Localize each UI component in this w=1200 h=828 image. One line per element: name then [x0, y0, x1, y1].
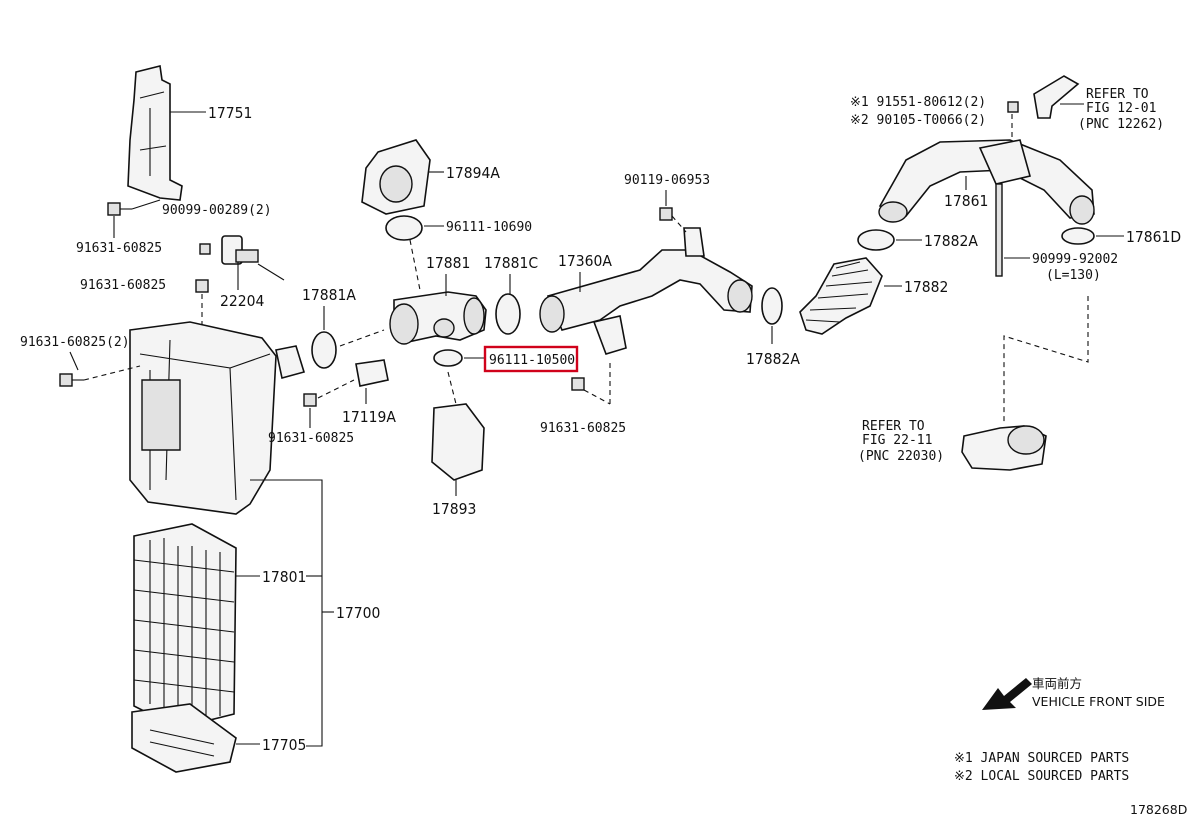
label-17894A: 17894A — [446, 164, 500, 182]
label-17119A: 17119A — [342, 408, 396, 426]
label-17882A-lower: 17882A — [746, 350, 800, 368]
bolt-icon — [107, 202, 132, 216]
label-91631-60825-d: 91631-60825 — [540, 421, 626, 436]
bellows-hose-17882 — [799, 257, 883, 335]
label-96111-10690: 96111-10690 — [446, 220, 532, 235]
refer-top-line3: (PNC 12262) — [1078, 117, 1164, 132]
label-96111-10500: 96111-10500 — [489, 353, 575, 368]
refer-top-line2: FIG 12-01 — [1086, 101, 1156, 116]
air-flow-sensor-22204 — [221, 235, 259, 265]
hose-clamp-96111-10500 — [433, 349, 463, 367]
label-17751: 17751 — [208, 104, 252, 122]
bolt-icon — [195, 279, 209, 293]
label-17881A: 17881A — [302, 286, 356, 304]
label-91631-60825-a: 91631-60825 — [76, 241, 162, 256]
assembly-bracket-17700 — [250, 479, 323, 747]
hose-clamp-17881C — [495, 293, 521, 335]
legend-note-2: ※2 LOCAL SOURCED PARTS — [954, 769, 1129, 784]
intake-pipe-17861 — [878, 139, 1095, 225]
air-cleaner-lower-case-17705 — [131, 703, 237, 773]
dashed-connector — [1003, 296, 1089, 424]
refer-top-line1: REFER TO — [1086, 87, 1149, 102]
resonator-cover-17894A — [361, 139, 431, 215]
label-91631-60825-c: 91631-60825(2) — [20, 335, 130, 350]
bolt-icon — [1007, 101, 1019, 113]
duct-17893 — [431, 403, 485, 481]
intake-pipe-17360A — [539, 227, 753, 355]
label-17801: 17801 — [262, 568, 306, 586]
highlight-box — [483, 345, 579, 373]
bolt-icon — [303, 393, 317, 407]
legend-note-1: ※1 JAPAN SOURCED PARTS — [954, 751, 1129, 766]
label-17882A-upper: 17882A — [924, 232, 978, 250]
note2-part: ※2 90105-T0066(2) — [850, 113, 986, 128]
bolt-icon — [659, 207, 673, 221]
label-17705: 17705 — [262, 736, 306, 754]
bolt-icon — [199, 243, 211, 255]
refer-bottom-line2: FIG 22-11 — [862, 433, 932, 448]
label-90099-00289: 90099-00289(2) — [162, 203, 272, 218]
air-filter-element-17801 — [133, 523, 237, 729]
case-outlet — [275, 345, 306, 379]
hose-12262 — [1033, 75, 1080, 119]
bolt-icon — [59, 373, 84, 387]
air-cleaner-case — [129, 321, 277, 515]
front-label-jp: 車両前方 — [1032, 676, 1082, 691]
label-91631-60825-e: 91631-60825 — [268, 431, 354, 446]
bracket-17119A — [355, 359, 389, 387]
label-90999-92002: 90999-92002 — [1032, 252, 1118, 267]
air-inlet-duct-17751 — [127, 65, 183, 201]
front-label-en: VEHICLE FRONT SIDE — [1032, 694, 1165, 709]
figure-id: 178268D — [1130, 802, 1187, 817]
hose-clamp-96111-10690 — [385, 215, 423, 241]
label-17881: 17881 — [426, 254, 470, 272]
hose-clamp-17861D — [1061, 227, 1095, 245]
hose-clamp-17882A-lower — [761, 287, 783, 325]
label-17360A: 17360A — [558, 252, 612, 270]
front-arrow-icon — [982, 678, 1032, 710]
label-17861D: 17861D — [1126, 228, 1181, 246]
label-22204: 22204 — [220, 292, 264, 310]
refer-bottom-line3: (PNC 22030) — [858, 449, 944, 464]
label-91631-60825-b: 91631-60825 — [80, 278, 166, 293]
label-17882: 17882 — [904, 278, 948, 296]
label-17861: 17861 — [944, 192, 988, 210]
hose-rod-90999-92002 — [995, 183, 1003, 277]
label-90119-06953: 90119-06953 — [624, 173, 710, 188]
label-17881C: 17881C — [484, 254, 538, 272]
hose-clamp-17882A-upper — [857, 229, 895, 251]
label-17893: 17893 — [432, 500, 476, 518]
label-length: (L=130) — [1046, 268, 1101, 283]
refer-bottom-line1: REFER TO — [862, 419, 925, 434]
throttle-body-22030 — [961, 425, 1047, 471]
note1-part: ※1 91551-80612(2) — [850, 95, 986, 110]
bolt-icon — [571, 377, 585, 391]
hose-clamp-17881A — [311, 331, 337, 369]
intake-hose-17881 — [389, 291, 487, 345]
label-17700: 17700 — [336, 604, 380, 622]
